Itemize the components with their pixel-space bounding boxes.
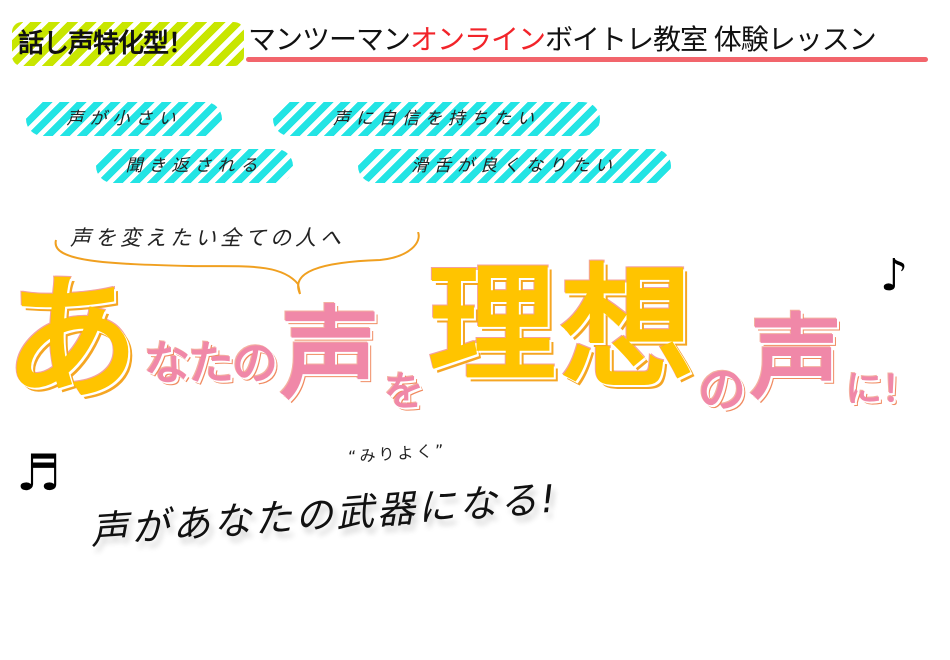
- concern-pill: 滑舌が良くなりたい: [358, 149, 671, 183]
- headline-char: を: [384, 369, 424, 415]
- beamed-notes-icon: ♬: [16, 444, 61, 502]
- headline-char: 声: [750, 305, 843, 412]
- speech-bubble-text: 声を変えたい全ての人へ: [70, 226, 345, 250]
- title-underline: [246, 57, 928, 62]
- headline-char: あ: [4, 261, 139, 418]
- title-suffix: ボイトレ教室 体験レッスン: [545, 24, 877, 55]
- headline-char: の: [698, 362, 747, 418]
- subheadline: 声があなたの武器になる!: [88, 476, 560, 554]
- headline-char: に！: [846, 369, 919, 410]
- speech-bubble-outline: [54, 232, 420, 295]
- headline-char: 想: [560, 251, 695, 407]
- music-note-icon: ♪: [880, 250, 909, 301]
- headline-char: 理: [428, 251, 557, 400]
- concern-pill: 声に自信を持ちたい: [273, 102, 600, 136]
- page-title: マンツーマンオンラインボイトレ教室 体験レッスン: [248, 18, 877, 58]
- concern-pill: 声が小さい: [26, 102, 222, 136]
- title-highlight: オンライン: [410, 24, 546, 55]
- badge-speaking-voice: 話し声特化型！: [12, 22, 244, 66]
- concern-pill: 聞き返される: [96, 149, 293, 183]
- headline-char: 声: [280, 296, 380, 413]
- headline-char: なたの: [144, 336, 278, 390]
- ruby-text: “みりよく”: [347, 440, 448, 467]
- title-prefix: マンツーマン: [248, 24, 411, 55]
